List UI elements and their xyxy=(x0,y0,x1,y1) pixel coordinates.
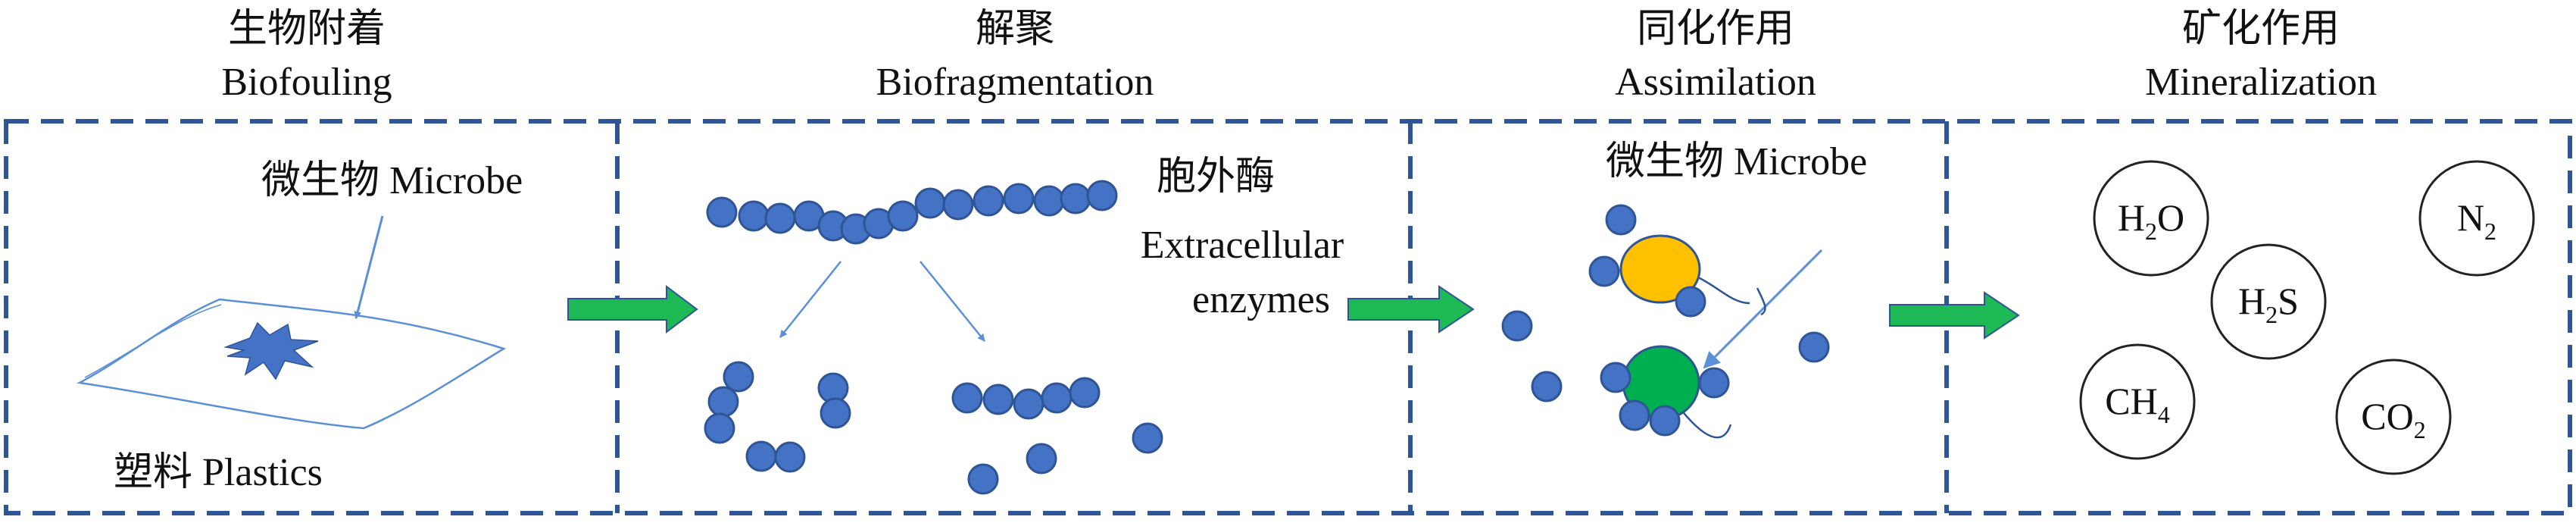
microbe-pointer-arrow-2 xyxy=(1703,249,1823,369)
ch4-bubble xyxy=(2079,343,2196,460)
gas-ch4: CH4 xyxy=(2105,380,2169,428)
stage-1-title-zh: 生物附着 xyxy=(228,8,386,51)
fragment-arrow-right xyxy=(920,261,985,342)
fragment-bead xyxy=(1026,443,1057,474)
n2-bubble xyxy=(2418,160,2535,277)
fragment-bead xyxy=(774,441,806,473)
fragment-bead xyxy=(951,382,983,414)
gas-co2: CO2 xyxy=(2361,395,2425,443)
stage-2-title-en: Biofragmentation xyxy=(876,61,1154,104)
enzyme-label-en-2: enzymes xyxy=(1192,278,1330,321)
polymer-bead xyxy=(1086,180,1118,211)
fragment-bead xyxy=(967,463,999,495)
co2-bubble xyxy=(2335,359,2452,475)
flagellum-hook xyxy=(1756,287,1766,316)
green-microbe-flagellum xyxy=(1677,405,1732,439)
polymer-bead xyxy=(706,196,738,228)
fragment-bead xyxy=(723,361,754,393)
polymer-fragments xyxy=(704,361,1163,495)
polymer-bead xyxy=(1033,185,1065,217)
fragment-bead xyxy=(982,384,1014,415)
monomer-bead xyxy=(1588,255,1620,287)
monomer-bead xyxy=(1531,371,1563,402)
polymer-bead xyxy=(887,200,919,232)
enzyme-label-zh: 胞外酶 xyxy=(1157,155,1275,199)
fragment-arrow-left xyxy=(779,261,841,338)
stage-4-title-zh: 矿化作用 xyxy=(2182,8,2340,51)
monomer-bead xyxy=(1698,367,1730,399)
fragment-bead xyxy=(745,440,777,472)
polymer-bead xyxy=(942,189,974,221)
flow-arrow-1 xyxy=(567,285,698,334)
monomer-bead xyxy=(1501,310,1533,342)
fragment-bead xyxy=(1041,382,1073,414)
gas-h2o: H2O xyxy=(2118,196,2184,245)
polymer-bead xyxy=(914,187,946,219)
flow-arrow-2 xyxy=(1347,285,1475,334)
assimilated-monomers xyxy=(1501,204,1830,437)
stage-2-title-zh: 解聚 xyxy=(976,8,1054,51)
fragment-bead xyxy=(707,386,739,418)
monomer-bead xyxy=(1619,399,1650,431)
polymer-bead xyxy=(738,200,770,232)
polymer-bead xyxy=(1003,183,1035,215)
gas-bubbles xyxy=(2079,160,2535,475)
monomer-bead xyxy=(1798,331,1830,363)
fragment-bead xyxy=(1132,422,1163,454)
outer-dashed-frame xyxy=(4,119,2572,515)
enzyme-label-en-1: Extracellular xyxy=(1141,224,1344,267)
stage-3-title-zh: 同化作用 xyxy=(1637,8,1794,51)
polymer-bead xyxy=(1060,183,1091,215)
microbe-label-1: 微生物 Microbe xyxy=(261,159,523,202)
polymer-chain-long xyxy=(706,180,1118,245)
fragment-bead xyxy=(1013,388,1044,420)
monomer-bead xyxy=(1600,362,1631,393)
polymer-bead xyxy=(973,185,1004,217)
plastics-label: 塑料 Plastics xyxy=(114,451,323,494)
monomer-bead xyxy=(1605,204,1637,236)
stage-1-title-en: Biofouling xyxy=(221,61,392,104)
monomer-bead xyxy=(1649,405,1681,437)
fragment-bead xyxy=(704,412,735,444)
microbe-label-2: 微生物 Microbe xyxy=(1606,140,1867,183)
fragment-bead xyxy=(820,397,851,429)
h2o-bubble xyxy=(2093,160,2209,277)
gas-n2: N2 xyxy=(2457,196,2496,245)
yellow-microbe xyxy=(1619,234,1701,304)
microbe-pointer-arrow xyxy=(354,215,384,319)
stage-3-title-en: Assimilation xyxy=(1615,61,1816,104)
fragment-bead xyxy=(1069,377,1101,409)
polymer-bead xyxy=(764,202,796,234)
biofilm-spot xyxy=(223,321,319,381)
h2s-bubble xyxy=(2210,243,2327,360)
gas-h2s: H2S xyxy=(2238,280,2299,328)
plastic-sheet xyxy=(76,298,506,430)
stage-4-title-en: Mineralization xyxy=(2145,61,2377,104)
flow-arrow-3 xyxy=(1889,291,2020,340)
monomer-bead xyxy=(1675,286,1706,318)
